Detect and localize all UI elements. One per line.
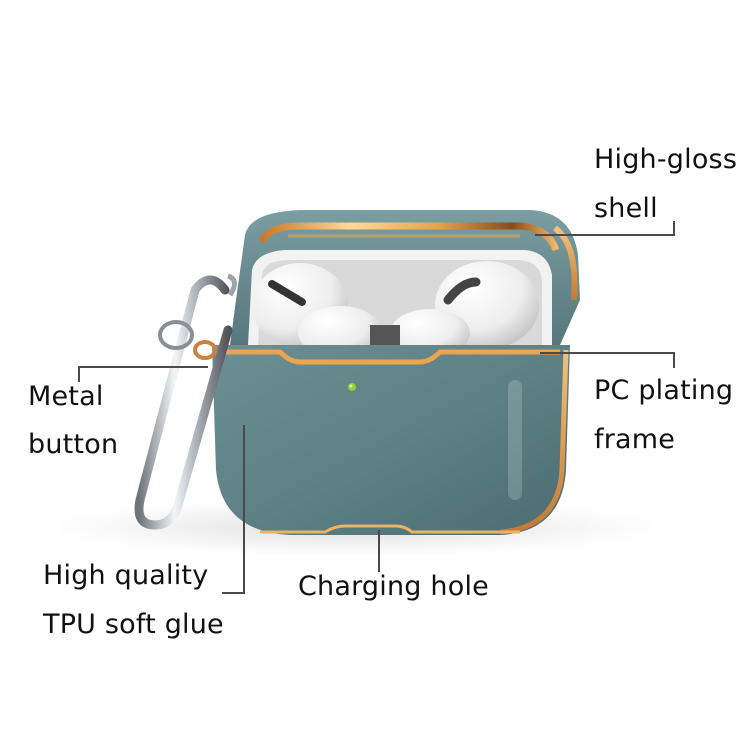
leader-line-high-gloss-shell-v	[673, 221, 675, 236]
leader-line-pc-frame-h	[540, 352, 675, 354]
leader-line-tpu-h	[222, 592, 245, 594]
carabiner	[134, 273, 237, 530]
callout-tpu-soft-glue-line1: High quality	[43, 560, 209, 591]
callout-metal-button-line2: button	[28, 429, 119, 460]
callout-pc-plating-frame-line1: PC plating	[594, 375, 734, 406]
callout-pc-plating-frame-line2: frame	[594, 424, 676, 455]
callout-high-gloss-shell-line1: High-gloss	[594, 144, 738, 175]
leader-line-high-gloss-shell-h	[535, 234, 675, 236]
leader-line-pc-frame-v	[673, 352, 675, 368]
leader-line-tpu-v	[243, 425, 245, 593]
callout-metal-button-line1: Metal	[28, 381, 104, 412]
callout-tpu-soft-glue-line2: TPU soft glue	[43, 609, 224, 640]
leader-line-metal-button-v	[78, 366, 80, 382]
callout-high-gloss-shell-line2: shell	[594, 193, 658, 224]
airpods	[252, 261, 539, 358]
leader-line-metal-button-h	[78, 366, 208, 368]
case-body	[212, 343, 570, 535]
callout-charging-hole: Charging hole	[298, 571, 489, 602]
leader-line-charging-hole-v	[378, 530, 380, 572]
